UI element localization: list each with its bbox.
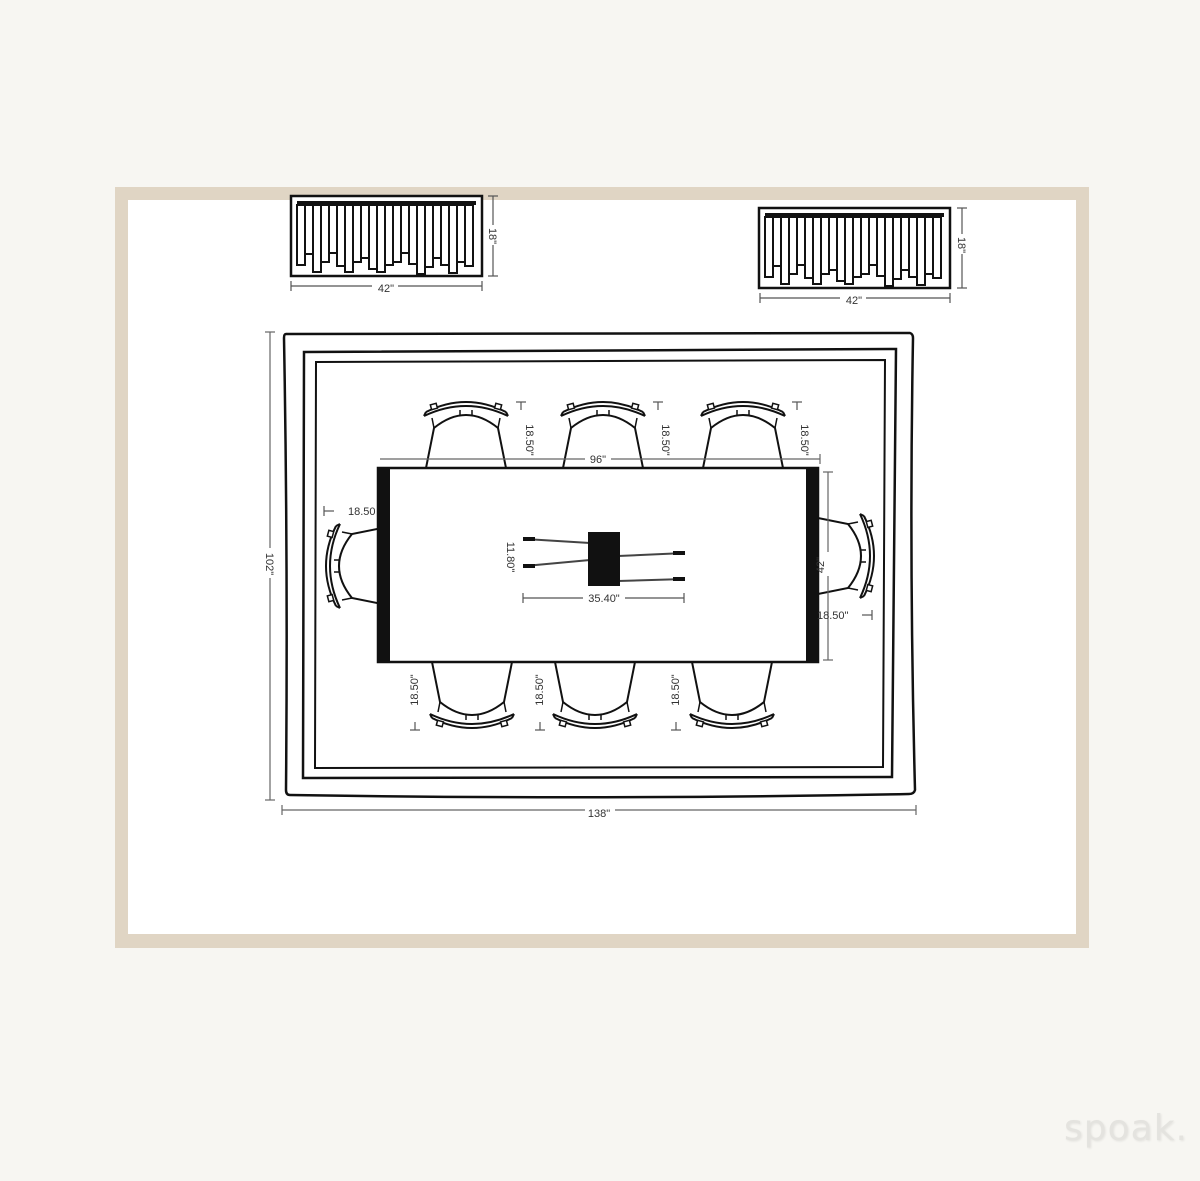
centerpiece-width-label: 35.40" <box>588 593 620 605</box>
chair-top-1-label: 18.50" <box>523 424 535 456</box>
chairs-bottom <box>429 661 775 729</box>
centerpiece <box>523 532 686 586</box>
table-width-label: 42" <box>815 557 827 573</box>
dimension-labels: 42" 18" 42" 18" 138" 102" 96" 42" 35.40"… <box>263 228 967 820</box>
art-left-width-label: 42" <box>378 283 394 295</box>
wall-art-right <box>757 206 968 304</box>
rug-width-label: 138" <box>588 808 610 820</box>
centerpiece-height-label: 11.80" <box>504 542 516 573</box>
art-right-width-label: 42" <box>846 295 862 307</box>
chair-bottom-3-label: 18.50" <box>670 674 682 706</box>
spoak-watermark: spoak. <box>1064 1108 1188 1149</box>
art-right-height-label: 18" <box>955 237 967 253</box>
wall-art-left <box>289 194 499 292</box>
chair-bottom-1-label: 18.50" <box>409 674 421 706</box>
table-length-label: 96" <box>590 454 606 466</box>
chair-right-label: 18.50" <box>817 610 849 622</box>
chair-depth-ticks <box>323 401 873 731</box>
chair-top-2-label: 18.50" <box>659 424 671 456</box>
rug <box>282 331 917 799</box>
chair-left-label: 18.50 <box>348 506 376 518</box>
rug-height-label: 102" <box>263 553 275 575</box>
art-left-height-label: 18" <box>486 228 498 244</box>
chair-bottom-2-label: 18.50" <box>534 674 546 706</box>
chair-top-3-label: 18.50" <box>798 424 810 456</box>
